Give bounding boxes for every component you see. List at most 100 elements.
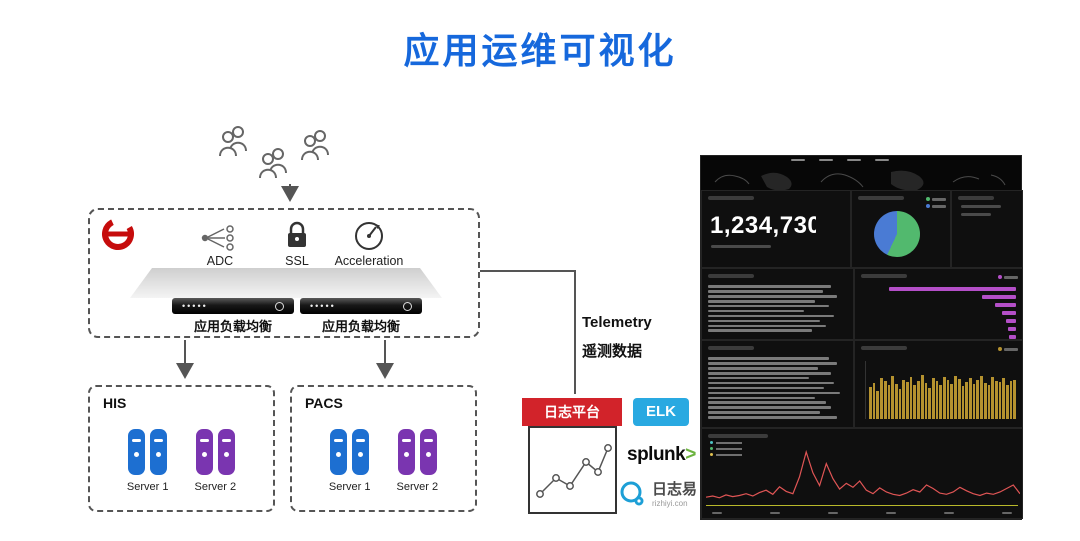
- log-row: [708, 329, 813, 332]
- log-row: [708, 309, 804, 313]
- histogram-bar: [869, 387, 872, 419]
- kpi-value-clip: 1,234,730: [710, 212, 816, 240]
- histogram-bar: [943, 376, 946, 419]
- histogram-bar: [983, 383, 987, 419]
- appliance-port-icon: [403, 301, 412, 311]
- appliance-leds-icon: •••••: [310, 300, 336, 311]
- monitoring-dashboard: 1,234,730: [700, 155, 1023, 520]
- server-towers-icon: [330, 429, 370, 475]
- rizhiyi-name: 日志易: [652, 481, 698, 499]
- rizhiyi-magnifier-icon: [620, 481, 644, 506]
- pie-panel: [851, 190, 951, 268]
- log-row: [708, 376, 810, 380]
- load-balancer-label: 应用负载均衡: [321, 319, 400, 334]
- users-icon: [219, 126, 247, 157]
- log-row: [708, 319, 821, 323]
- elk-badge: ELK: [633, 398, 689, 426]
- histogram-bar: [920, 374, 924, 419]
- appliance-port-icon: [275, 301, 284, 311]
- panel-title-bar: [958, 196, 994, 200]
- histogram-bar: [1006, 384, 1009, 419]
- users-icon: [301, 130, 329, 161]
- hbar: [888, 287, 1016, 291]
- panel-title-bar: [861, 346, 907, 350]
- stat-bar: [961, 213, 991, 216]
- load-balancer-appliance: •••••: [172, 298, 294, 314]
- trend-line-icon: [536, 444, 612, 498]
- log-row: [708, 314, 835, 318]
- gateway-box: ADC SSL Acceleration ••••• ••••• 应用负: [88, 208, 480, 338]
- feature-label-adc: ADC: [206, 254, 234, 268]
- histogram-panel: [854, 340, 1023, 428]
- server-unit: Server 2: [396, 429, 439, 493]
- histogram-bar: [876, 391, 880, 419]
- kpi-panel: 1,234,730: [701, 190, 851, 268]
- log-row: [708, 304, 829, 308]
- histogram-bar: [1009, 381, 1013, 419]
- panel-title-bar: [708, 274, 754, 278]
- server-towers-icon: [128, 429, 168, 475]
- appliance-leds-icon: •••••: [182, 300, 208, 311]
- dashboard-menu: [791, 159, 889, 161]
- histogram-bar: [887, 385, 891, 419]
- histogram-bar: [980, 376, 983, 419]
- splunk-chevron-icon: >: [685, 444, 696, 465]
- panel-title-bar: [708, 434, 768, 438]
- load-balancer-label: 应用负载均衡: [193, 319, 272, 334]
- log-row: [708, 295, 837, 298]
- stat-bar: [961, 205, 1001, 208]
- beam-shape: [130, 268, 442, 298]
- page-title: 应用运维可视化: [403, 30, 677, 71]
- server-label: Server 2: [194, 481, 237, 493]
- log-platform-badge: 日志平台: [522, 398, 622, 426]
- hbar: [1009, 335, 1016, 339]
- histogram-bar: [972, 384, 976, 419]
- log-row: [708, 406, 832, 409]
- log-list-a: [708, 283, 845, 334]
- load-balancer-appliance: •••••: [300, 298, 422, 314]
- histogram-bar: [909, 377, 913, 419]
- histogram-bar: [928, 387, 931, 419]
- server-label: Server 1: [328, 481, 371, 493]
- log-row: [708, 300, 815, 303]
- pacs-group-box: PACS Server 1 Server 2: [290, 385, 477, 512]
- histogram-bar: [987, 385, 991, 419]
- histogram-bar: [968, 377, 972, 419]
- stats-panel: [951, 190, 1023, 268]
- log-row: [708, 416, 837, 419]
- log-row: [708, 285, 832, 288]
- histogram-bar: [998, 382, 1002, 419]
- group-title-his: HIS: [103, 395, 127, 411]
- ssl-lock-icon: [288, 221, 306, 247]
- panel-title-bar: [858, 196, 904, 200]
- panel-title-bar: [861, 274, 907, 278]
- log-row: [708, 357, 829, 360]
- server-label: Server 1: [126, 481, 169, 493]
- histogram-bar: [994, 380, 998, 419]
- kpi-caption-bar: [711, 245, 771, 248]
- histogram-bar: [957, 378, 961, 419]
- his-group-box: HIS Server 1 Server 2: [88, 385, 275, 512]
- hbar: [1001, 311, 1016, 315]
- histogram-bar: [891, 376, 894, 419]
- hbar: [1008, 327, 1016, 331]
- log-row: [708, 386, 825, 390]
- line-x-axis: [706, 504, 1018, 506]
- telemetry-connector: [480, 270, 576, 394]
- log-row: [708, 411, 821, 414]
- server-label: Server 2: [396, 481, 439, 493]
- histogram-bar: [913, 385, 917, 419]
- log-row: [708, 290, 824, 293]
- pie-legend: [926, 197, 946, 208]
- histogram-bar: [946, 380, 950, 419]
- log-row: [708, 401, 826, 404]
- log-row: [708, 362, 837, 365]
- histogram-bar: [991, 377, 994, 419]
- histogram-chart: [869, 361, 1017, 419]
- hbar-panel: [854, 268, 1023, 340]
- panel-title-bar: [708, 346, 754, 350]
- histogram-bar: [894, 384, 898, 419]
- histogram-bar: [1002, 378, 1006, 419]
- array-networks-logo-icon: [102, 218, 134, 250]
